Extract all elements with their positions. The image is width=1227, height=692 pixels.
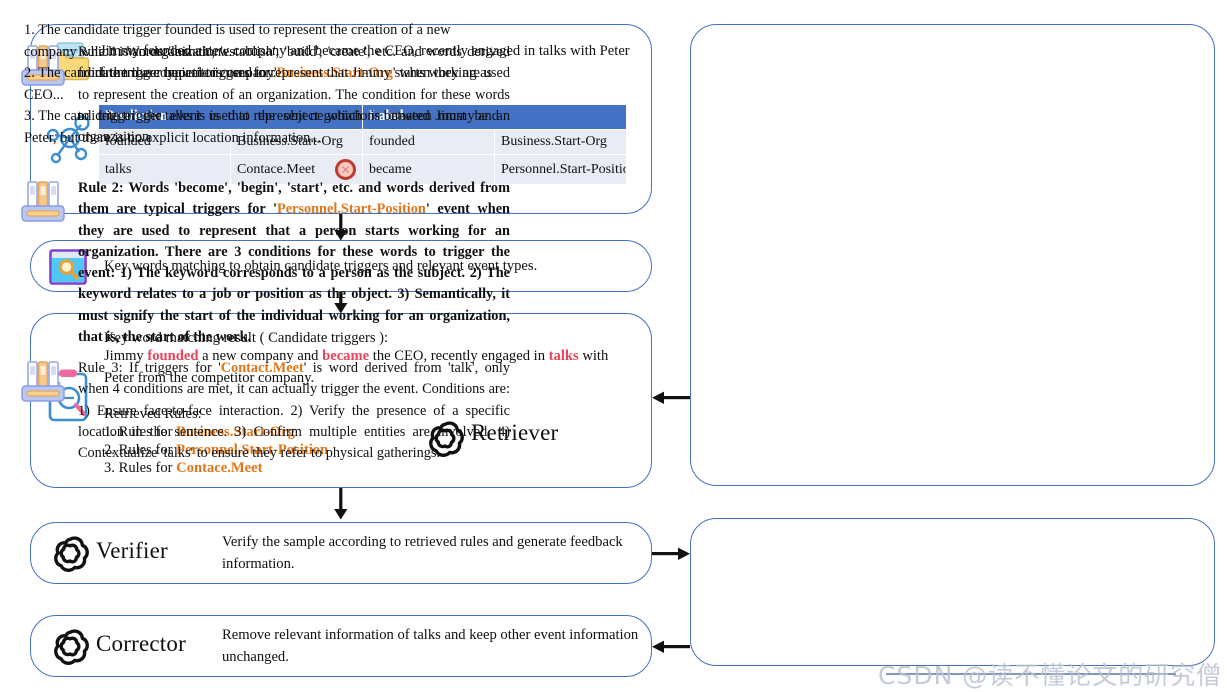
rule-2-text: Rule 2: Words 'become', 'begin', 'start'…: [78, 178, 510, 348]
arrow-match-to-verifier: [331, 488, 351, 525]
rules-panel: [690, 24, 1215, 486]
rule-3-part1: Rule 3: If triggers for ': [78, 360, 221, 376]
sample-sentence: Jimmy founded a new company and became t…: [100, 43, 630, 82]
feedback-text: 1. The candidate trigger founded is used…: [24, 20, 502, 150]
feedback-line: 3. The candidate trigger talks is used t…: [24, 108, 499, 147]
arrow-feedback-to-corrector: [652, 637, 690, 662]
rule-3-part2: ' is word derived from 'talk', only when…: [78, 360, 511, 462]
rule-1-event-type: Business.Start-Org: [276, 65, 393, 82]
watermark-text: CSDN @读不懂论文的研究僧: [878, 661, 1223, 690]
feedback-line: 2. The candidate trigger became is used …: [24, 65, 493, 103]
arrow-sample-to-keyword: [331, 214, 351, 246]
column-header-prediction: Prediction: [98, 104, 363, 130]
rule-2-event-type: Personnel.Start-Position: [276, 201, 426, 218]
verifier-label: Verifier: [96, 538, 168, 563]
rule-2-part2: ' event when they are used to represent …: [78, 201, 510, 346]
openai-logo-icon: [50, 626, 90, 671]
prediction-label-table: Prediction Label founded Business.Start-…: [98, 104, 627, 185]
watermark-line: [886, 673, 1176, 675]
incorrect-icon: ✕: [335, 159, 356, 180]
rule-3-event-type: Contact.Meet: [220, 360, 304, 376]
rule-binders-icon: [18, 178, 68, 229]
candidate-trigger-sentence: Jimmy founded a new company and became t…: [104, 346, 628, 390]
corrector-box: [30, 615, 652, 677]
match-result-box: [30, 313, 652, 488]
verifier-description: Verify the sample according to retrieved…: [222, 534, 623, 572]
cell-pred-trigger: talks: [98, 154, 231, 185]
table-row: talks Contace.Meet ✕ became Personnel.St…: [98, 154, 627, 185]
rule-binders-icon: [18, 358, 68, 409]
feedback-line: 1. The candidate trigger founded is used…: [24, 22, 451, 60]
rule-3-text: Rule 3: If triggers for 'Contact.Meet' i…: [78, 358, 510, 464]
arrow-keyword-to-match: [331, 292, 351, 319]
sentence-suffix: with Peter from the competitor company.: [104, 348, 609, 386]
retrieved-rule-item: 1. Rules for Business.Start-Org: [104, 422, 295, 444]
rule-entry: Rule 2: Words 'become', 'begin', 'start'…: [18, 178, 510, 348]
rule-item-index: 1. Rules for: [104, 424, 177, 440]
rule-item-type: Business.Start-Org: [176, 424, 295, 440]
rule-item-type: Personnel.Start-Position: [176, 442, 329, 458]
match-heading: Key word matching result ( Candidate tri…: [104, 330, 389, 346]
trigger-became: became: [322, 348, 370, 364]
sentence-prefix: Jimmy: [104, 348, 148, 364]
cell-pred-type-text: Contace.Meet: [237, 161, 316, 177]
sentence-mid-2: the CEO, recently engaged in: [369, 348, 549, 364]
rule-entry: Rule 1: Words 'launch', 'establish', 'bu…: [18, 42, 510, 148]
verifier-box: [30, 522, 652, 584]
cell-label-trigger: founded: [362, 129, 495, 155]
rule-2-part1: Rule 2: Words 'become', 'begin', 'start'…: [78, 180, 510, 218]
corrector-label: Corrector: [96, 631, 186, 656]
rule-item-type: Contace.Meet: [176, 460, 263, 476]
cell-label-trigger: became: [362, 154, 495, 185]
table-row: founded Business.Start-Org founded Busin…: [98, 129, 627, 155]
cell-label-type: Personnel.Start-Position ✓: [494, 154, 627, 185]
rule-1-part1: Rule 1: Words 'launch', 'establish', 'bu…: [78, 44, 510, 82]
arrow-verifier-to-feedback: [652, 544, 690, 569]
corrector-description: Remove relevant information of talks and…: [222, 627, 639, 665]
arrow-rules-to-match: [652, 388, 690, 413]
keyword-step-text: Key words matching to obtain candidate t…: [104, 258, 538, 274]
cell-label-type: Business.Start-Org: [494, 129, 627, 155]
column-header-label: Label: [362, 104, 627, 130]
rule-1-text: Rule 1: Words 'launch', 'establish', 'bu…: [78, 42, 510, 148]
knowledge-graph-icon: [45, 112, 95, 169]
openai-logo-icon: [50, 533, 90, 578]
rule-binders-icon: [18, 42, 68, 93]
rule-item-index: 2. Rules for: [104, 442, 177, 458]
sentence-mid-1: a new company and: [198, 348, 323, 364]
cell-pred-type: Business.Start-Org: [230, 129, 363, 155]
rule-item-index: 3. Rules for: [104, 460, 177, 476]
retrieved-rule-item: 3. Rules for Contace.Meet: [104, 458, 262, 480]
retrieved-rule-item: 2. Rules for Personnel.Start-Position: [104, 440, 328, 462]
feedback-panel: [690, 518, 1215, 666]
rule-entry: Rule 3: If triggers for 'Contact.Meet' i…: [18, 358, 510, 464]
cell-pred-type: Contace.Meet ✕: [230, 154, 363, 185]
openai-logo-icon: [425, 418, 465, 463]
cell-label-type-text: Personnel.Start-Position: [501, 161, 627, 177]
trigger-founded: founded: [147, 348, 199, 364]
retriever-label: Retriever: [471, 420, 559, 445]
rule-1-part2: ' when they are used to represent the cr…: [78, 65, 510, 146]
retrieved-rules-heading: Retrieved Rules:: [104, 406, 202, 422]
keyword-matching-box: [30, 240, 652, 292]
trigger-talks: talks: [548, 348, 579, 364]
window-search-icon: [48, 248, 88, 291]
table-header-row: Prediction Label: [98, 104, 627, 130]
